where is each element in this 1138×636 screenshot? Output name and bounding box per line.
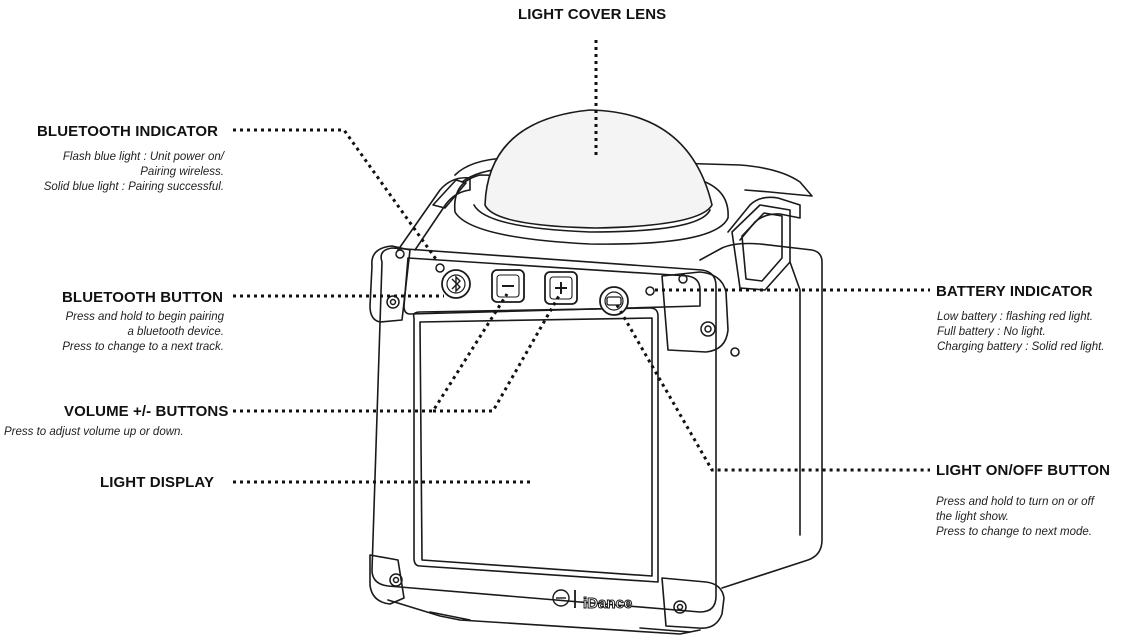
display-window-inner (419, 317, 653, 577)
screw-top-mid (395, 249, 405, 259)
label-light-cover-lens: LIGHT COVER LENS (518, 6, 667, 23)
screw-top-left (386, 295, 400, 309)
base (387, 599, 701, 635)
control-panel (403, 257, 701, 315)
right-side-panel-edge (789, 261, 801, 536)
screw-top-right (678, 274, 688, 284)
desc-light-onoff-button: Press and hold to turn on or off the lig… (936, 496, 1094, 538)
leader-bluetooth-indicator (233, 128, 440, 263)
screw-right (700, 321, 716, 337)
right-side-screw (730, 347, 740, 357)
label-light-onoff-button: LIGHT ON/OFF BUTTON (936, 462, 1111, 479)
left-top-rail (397, 176, 471, 251)
screw-top-left-center (389, 298, 397, 306)
corner-bumper-top-right (661, 271, 729, 353)
screw-bottom-right-center (676, 603, 684, 611)
display-window (412, 307, 659, 583)
desc-bluetooth-indicator: Flash blue light : Unit power on/ Pairin… (43, 151, 224, 193)
left-top-rail-slot (432, 179, 467, 209)
bluetooth-icon (451, 275, 461, 293)
right-side-panel (699, 242, 823, 589)
label-light-display: LIGHT DISPLAY (100, 474, 215, 491)
light-icon (606, 296, 622, 306)
right-top-rail (727, 196, 801, 241)
label-volume-buttons: VOLUME +/- BUTTONS (64, 403, 229, 420)
desc-bluetooth-button: Press and hold to begin pairing a blueto… (62, 311, 224, 353)
base-foot-right (639, 627, 691, 633)
corner-bumper-bottom-left (369, 554, 405, 605)
right-handle-inner (741, 212, 783, 282)
screw-right-center (704, 325, 712, 333)
leader-volume-up (433, 293, 562, 413)
dome-ring-outer (453, 174, 729, 245)
light-onoff-button (599, 286, 629, 316)
label-battery-indicator: BATTERY INDICATOR (936, 283, 1093, 300)
base-foot (429, 611, 471, 621)
brand-logo (552, 589, 576, 608)
front-frame (371, 247, 717, 613)
screw-bottom-left (389, 573, 403, 587)
screw-bottom-right (673, 600, 687, 614)
screw-bottom-left-center (392, 576, 400, 584)
label-bluetooth-indicator: BLUETOOTH INDICATOR (37, 123, 219, 140)
dome-ring-inner (473, 204, 711, 233)
desc-battery-indicator: Low battery : flashing red light. Full b… (937, 311, 1105, 353)
brand-logo-icon (552, 589, 570, 607)
light-cover-dome (484, 109, 713, 229)
desc-volume-buttons: Press to adjust volume up or down. (4, 426, 184, 438)
label-bluetooth-button: BLUETOOTH BUTTON (62, 289, 224, 306)
leader-light-onoff-button (615, 304, 930, 472)
corner-bumper-top-left (369, 245, 411, 323)
bluetooth-indicator-led (435, 263, 445, 273)
brand-name: iDance (583, 595, 632, 612)
corner-bumper-bottom-right (661, 577, 725, 630)
battery-indicator-led (645, 286, 655, 296)
cube-top-back-frame (454, 157, 813, 197)
